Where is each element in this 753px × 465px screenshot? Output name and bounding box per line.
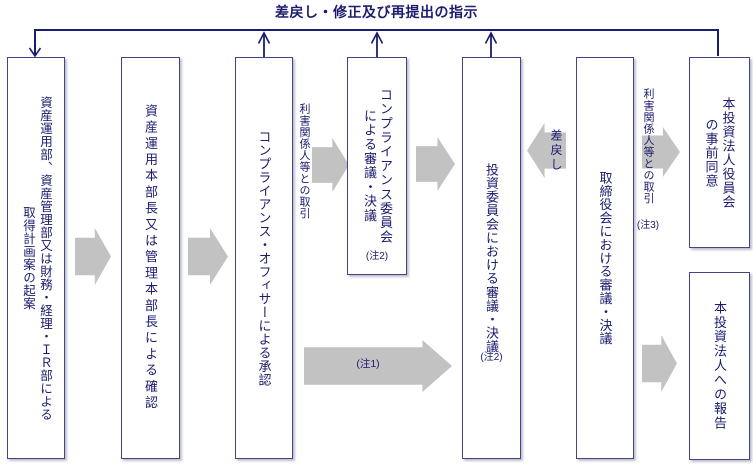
return-instruction-title: 差戻し・修正及び再提出の指示 xyxy=(275,4,478,20)
related-party-label-right: 利害関係人等との取引 xyxy=(642,88,654,204)
box-compliance-officer-label: コンプライアンス・オフィサーによる承認 xyxy=(256,129,272,387)
up-arrowhead-icon xyxy=(257,31,271,44)
box-inv-corp-officers-consent-label: 本投資法人役員会 の事前同意 xyxy=(703,96,736,209)
box-compliance-committee-label: コンプライアンス委員会 による審議・決議 xyxy=(362,87,393,245)
note1-label: (注1) xyxy=(356,358,380,370)
related-party-label-left: 利害関係人等との取引 xyxy=(298,103,310,219)
box-compliance-committee: コンプライアンス委員会 による審議・決議 (注2) xyxy=(347,57,407,275)
arrow-officer-to-investment-note1-icon xyxy=(304,340,452,392)
up-arrowhead-icon xyxy=(484,31,498,44)
box-board-of-directors: 取締役会における審議・決議 xyxy=(576,57,634,459)
box-hq-head-check-label: 資産運用本部長又は管理本部長による確認 xyxy=(143,104,158,412)
box-inv-corp-report-label: 本投資法人への報告 xyxy=(712,301,727,431)
up-arrowhead-icon xyxy=(370,31,384,44)
box-board-of-directors-label: 取締役会における審議・決議 xyxy=(597,170,613,346)
down-arrowhead-icon xyxy=(28,47,42,58)
box-inv-corp-officers-consent: 本投資法人役員会 の事前同意 xyxy=(689,57,750,248)
box-investment-committee-note: (注2) xyxy=(480,352,503,363)
box-investment-committee-label: 投資委員会における審議・決議 xyxy=(484,162,499,354)
note3-label: (注3) xyxy=(636,220,660,231)
related-party-label-right-group: 利害関係人等との取引 (注3) xyxy=(633,88,663,231)
remand-label: 差戻し xyxy=(549,129,563,173)
box-investment-committee: 投資委員会における審議・決議 (注2) xyxy=(462,57,521,459)
box-compliance-committee-note: (注2) xyxy=(365,251,389,262)
box-compliance-officer: コンプライアンス・オフィサーによる承認 xyxy=(235,57,293,459)
box-inv-corp-report: 本投資法人への報告 xyxy=(689,272,750,460)
box-plan-draft-label: 資産運用部、資産管理部又は財務・経理・ＩＲ部による 取得計画案の起案 xyxy=(21,95,52,421)
return-line xyxy=(34,29,719,56)
box-plan-draft: 資産運用部、資産管理部又は財務・経理・ＩＲ部による 取得計画案の起案 xyxy=(7,57,65,459)
box-hq-head-check: 資産運用本部長又は管理本部長による確認 xyxy=(121,57,180,459)
